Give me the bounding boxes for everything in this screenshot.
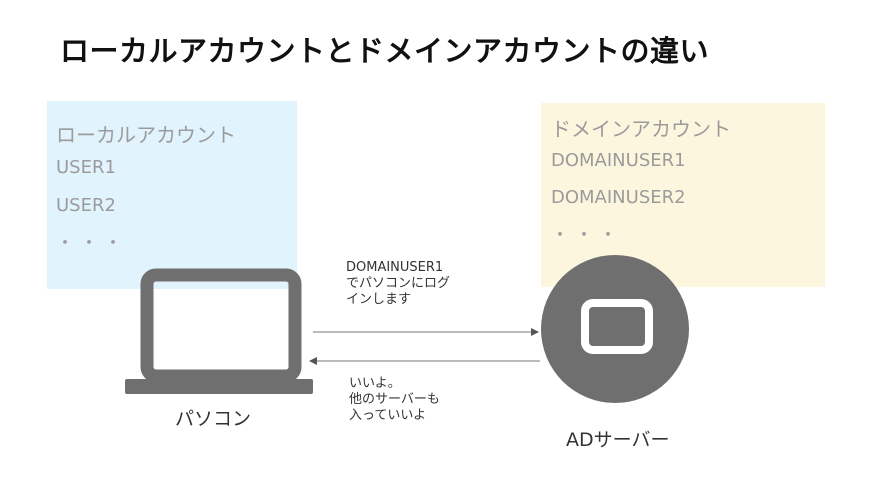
laptop-icon (125, 268, 313, 394)
response-message-line: いいよ。 (349, 376, 401, 391)
page-title: ローカルアカウントとドメインアカウントの違い (60, 34, 710, 68)
response-message-line: 他のサーバーも (349, 392, 440, 407)
request-message: DOMAINUSER1 でパソコンにログ インします (346, 260, 450, 308)
request-message-line: インします (346, 292, 412, 307)
request-message-line: でパソコンにログ (346, 276, 451, 291)
local-account-ellipsis: ・・・ (56, 233, 128, 254)
request-message-line: DOMAINUSER1 (346, 260, 444, 275)
domain-account-item: DOMAINUSER1 (551, 150, 686, 171)
response-message-line: 入っていいよ (349, 408, 427, 423)
local-account-item: USER1 (56, 157, 116, 178)
domain-account-item: DOMAINUSER2 (551, 187, 686, 208)
response-message: いいよ。 他のサーバーも 入っていいよ (349, 376, 440, 424)
server-icon (541, 255, 689, 403)
domain-account-heading: ドメインアカウント (551, 117, 731, 141)
domain-account-box: ドメインアカウント DOMAINUSER1 DOMAINUSER2 ・・・ (541, 103, 825, 287)
server-label: ADサーバー (566, 429, 670, 451)
local-account-box: ローカルアカウント USER1 USER2 ・・・ (47, 101, 297, 289)
domain-account-ellipsis: ・・・ (551, 225, 623, 246)
local-account-heading: ローカルアカウント (56, 123, 236, 147)
pc-label: パソコン (175, 408, 252, 430)
local-account-item: USER2 (56, 195, 116, 216)
